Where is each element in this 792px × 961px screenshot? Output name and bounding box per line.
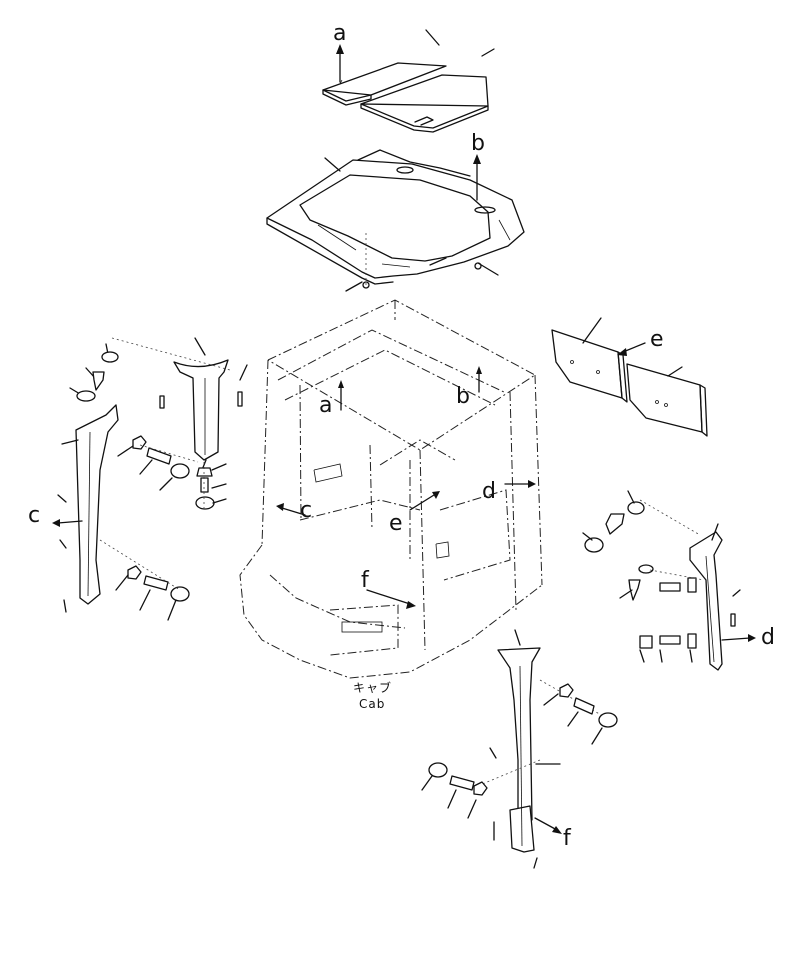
label-f-bottom: f — [563, 826, 572, 851]
pillar-trim-center — [159, 337, 248, 510]
label-c-left: c — [28, 503, 40, 528]
arrow-d-cab: d — [482, 479, 536, 504]
arrow-a-top: a — [333, 21, 346, 83]
label-d-right: d — [761, 625, 775, 650]
arrow-d-right: d — [721, 625, 775, 650]
cab-label: キャブ Cab — [353, 680, 392, 711]
arrow-e-panel: e — [617, 327, 664, 356]
label-a-cab: a — [319, 393, 332, 418]
roof-panels — [322, 29, 495, 133]
arrow-f-cab: f — [361, 568, 416, 609]
label-d-cab: d — [482, 479, 496, 504]
arrow-b-cab: b — [456, 366, 482, 409]
label-e-cab: e — [389, 511, 403, 536]
pillar-trim-right — [582, 490, 741, 671]
arrow-e-cab: e — [389, 491, 440, 536]
arrow-c-cab: c — [276, 498, 312, 523]
arrow-f-bottom: f — [534, 817, 572, 851]
label-b-top: b — [471, 131, 485, 156]
side-panels-e — [551, 317, 708, 437]
cab-label-en: Cab — [359, 697, 385, 711]
pillar-trim-left — [57, 337, 231, 613]
arrow-b-top: b — [471, 131, 485, 201]
label-c-cab: c — [300, 498, 312, 523]
cab-frame — [239, 299, 543, 679]
arrow-a-cab: a — [319, 380, 344, 418]
label-a-top: a — [333, 21, 346, 46]
cab-label-jp: キャブ — [353, 680, 392, 695]
roof-frame — [266, 149, 525, 292]
pillar-trim-bottom — [479, 629, 611, 869]
label-b-cab: b — [456, 384, 470, 409]
left-fasteners — [99, 435, 199, 621]
bottom-fasteners — [421, 683, 618, 841]
label-e-panel: e — [650, 327, 664, 352]
label-f-cab: f — [361, 568, 370, 593]
arrow-c-left: c — [28, 503, 83, 528]
